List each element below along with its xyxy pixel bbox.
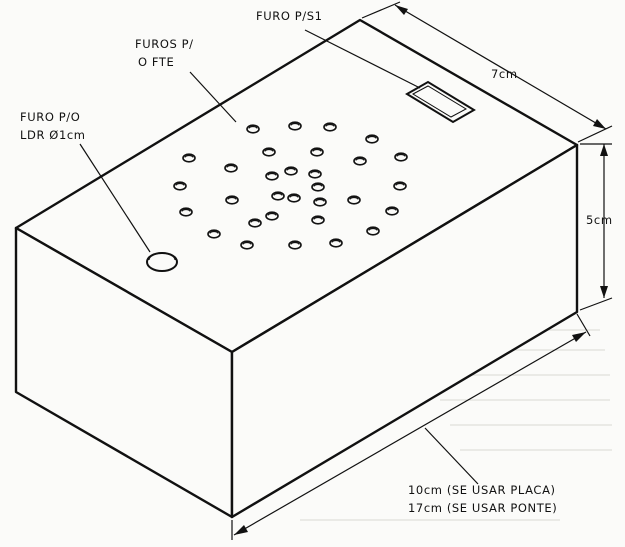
speaker-hole-rim bbox=[355, 157, 365, 161]
speaker-hole-rim bbox=[396, 153, 406, 157]
speaker-hole-rim bbox=[248, 125, 258, 129]
speaker-hole-rim bbox=[367, 135, 377, 139]
speaker-hole-rim bbox=[264, 148, 274, 152]
labels: FURO P/S1 FUROS P/ O FTE FURO P/O LDR Ø1… bbox=[20, 9, 613, 515]
speaker-hole-rim bbox=[395, 182, 405, 186]
box-body bbox=[14, 18, 579, 519]
speaker-hole-rim bbox=[227, 196, 237, 200]
label-furos-fte-line1: FUROS P/ bbox=[135, 37, 194, 51]
label-dim-width: 7cm bbox=[491, 67, 518, 81]
speaker-hole-rim bbox=[267, 172, 277, 176]
speaker-hole-rim bbox=[331, 239, 341, 243]
label-dim-height: 5cm bbox=[586, 213, 613, 227]
dimension-length bbox=[231, 313, 591, 540]
speaker-hole-rim bbox=[242, 241, 252, 245]
speaker-hole-rim bbox=[312, 148, 322, 152]
speaker-hole-rim bbox=[184, 154, 194, 158]
ldr-hole bbox=[146, 252, 178, 272]
speaker-hole-rim bbox=[325, 123, 335, 127]
speaker-hole-rim bbox=[310, 170, 320, 174]
speaker-hole-rim bbox=[313, 183, 323, 187]
speaker-hole-rim bbox=[290, 241, 300, 245]
label-dim-length-line1: 10cm (SE USAR PLACA) bbox=[408, 483, 556, 497]
leader-ldr bbox=[79, 143, 151, 253]
speaker-hole-rim bbox=[290, 122, 300, 126]
speaker-hole-rim bbox=[286, 167, 296, 171]
leader-lines bbox=[79, 29, 421, 253]
leader-fte bbox=[189, 71, 237, 123]
dimension-width bbox=[361, 1, 613, 143]
speaker-holes-group bbox=[173, 121, 408, 250]
speaker-hole-rim bbox=[349, 196, 359, 200]
dimension-height bbox=[579, 143, 613, 311]
speaker-hole-rim bbox=[181, 208, 191, 212]
speaker-hole-rim bbox=[175, 182, 185, 186]
speaker-hole-rim bbox=[313, 216, 323, 220]
speaker-hole-rim bbox=[368, 227, 378, 231]
speaker-hole-rim bbox=[289, 194, 299, 198]
leader-length bbox=[424, 427, 479, 485]
label-furo-s1: FURO P/S1 bbox=[256, 9, 323, 23]
s1-switch-hole bbox=[405, 80, 476, 124]
speaker-hole-rim bbox=[387, 207, 397, 211]
speaker-hole-rim bbox=[226, 164, 236, 168]
speaker-hole-rim bbox=[315, 198, 325, 202]
label-dim-length-line2: 17cm (SE USAR PONTE) bbox=[408, 501, 557, 515]
label-furo-ldr-line2: LDR Ø1cm bbox=[20, 128, 86, 142]
speaker-hole-rim bbox=[209, 230, 219, 234]
speaker-hole-rim bbox=[250, 219, 260, 223]
box-right-face bbox=[230, 143, 579, 519]
label-furos-fte-line2: O FTE bbox=[138, 55, 174, 69]
speaker-hole-rim bbox=[267, 212, 277, 216]
label-furo-ldr-line1: FURO P/O bbox=[20, 110, 80, 124]
leader-s1 bbox=[304, 29, 421, 89]
speaker-hole-rim bbox=[273, 192, 283, 196]
